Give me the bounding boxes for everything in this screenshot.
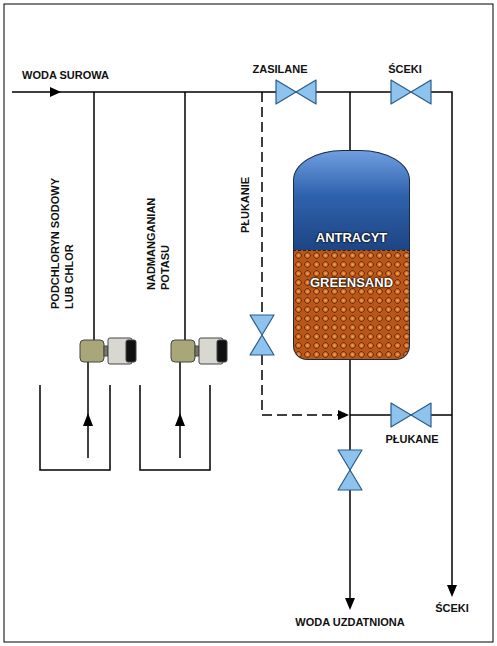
chemical-tank [140,385,210,470]
layer-label: GREENSAND [310,275,393,291]
motor-cap [126,340,136,362]
dosing-pipe [184,92,186,340]
arrowhead [83,413,93,426]
valve-label: ZASILANE [253,62,308,76]
arrowhead [50,87,61,97]
pipes [12,92,452,599]
valve-symbol [391,403,431,427]
stream-label: WODA UZDATNIONA [295,615,405,629]
line-label: PŁUKANIE [238,177,252,233]
pumps [80,338,227,364]
chemical-label: NADMANGANIAN POTASU [144,190,172,290]
motor-cap [217,340,227,362]
valve-symbol [391,80,431,104]
dosing-pipe [93,92,95,340]
chemical-label: PODCHLORYN SODOWY LUB CHLOR [48,171,76,309]
valve-symbol [276,80,316,104]
pump-coupling [104,346,108,356]
valve-label: PŁUKANE [385,432,438,446]
stream-label: ŚCEKI [435,601,469,615]
suction-pipe [87,362,89,458]
arrowhead [338,410,349,420]
arrowhead [345,598,355,610]
pump-head [171,340,195,362]
arrowhead [175,413,185,426]
valve-symbol [250,315,274,355]
feed-pipe [349,92,351,150]
anthracite-layer: ANTRACYT [293,150,410,250]
valve-label: ŚCEKI [388,62,422,76]
arrowhead [447,585,457,597]
chemical-tank [40,385,110,470]
valve-symbol [338,450,362,490]
arrowheads [50,87,457,610]
suction-pipe [179,362,181,458]
layer-label: ANTRACYT [316,230,388,246]
frame [4,4,493,642]
valves [250,80,431,490]
greensand-layer: GREENSAND [293,250,410,360]
pump-head [80,340,104,362]
pump-coupling [195,346,199,356]
main-pipe [12,92,452,586]
stream-label: WODA SUROWA [22,68,109,82]
